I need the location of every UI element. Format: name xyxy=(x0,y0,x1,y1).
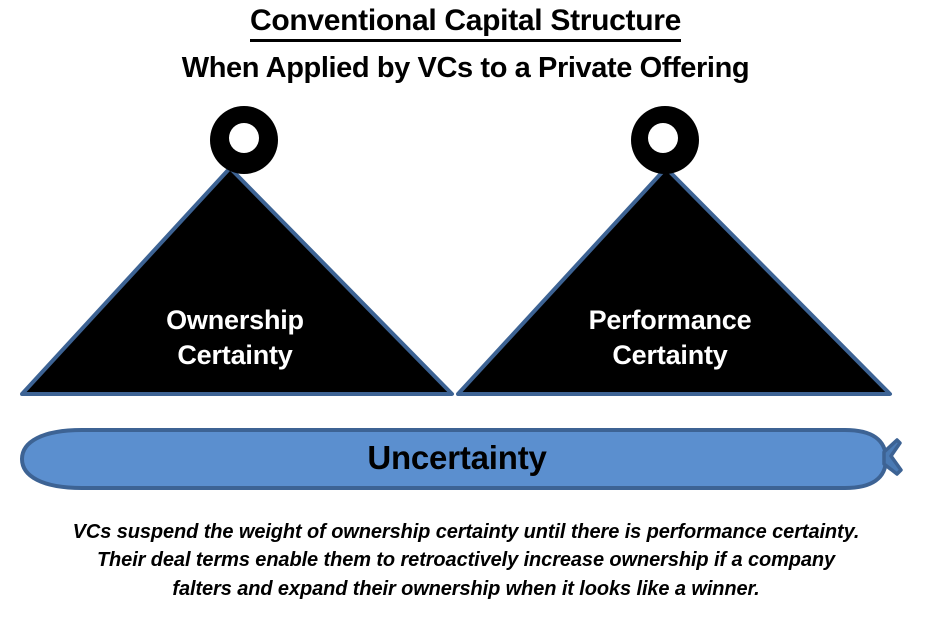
right-triangle-shape xyxy=(456,166,892,396)
uncertainty-bar-shape xyxy=(19,428,903,490)
caption-text: VCs suspend the weight of ownership cert… xyxy=(72,521,860,600)
right-ring-icon xyxy=(631,106,699,174)
left-triangle-shape xyxy=(20,166,454,396)
balloon-knot-icon xyxy=(882,438,903,476)
page-title: Conventional Capital Structure xyxy=(249,4,681,42)
left-ring-icon xyxy=(210,106,278,174)
title-block: Conventional Capital Structure xyxy=(0,4,931,42)
page-subtitle: When Applied by VCs to a Private Offerin… xyxy=(181,52,750,84)
